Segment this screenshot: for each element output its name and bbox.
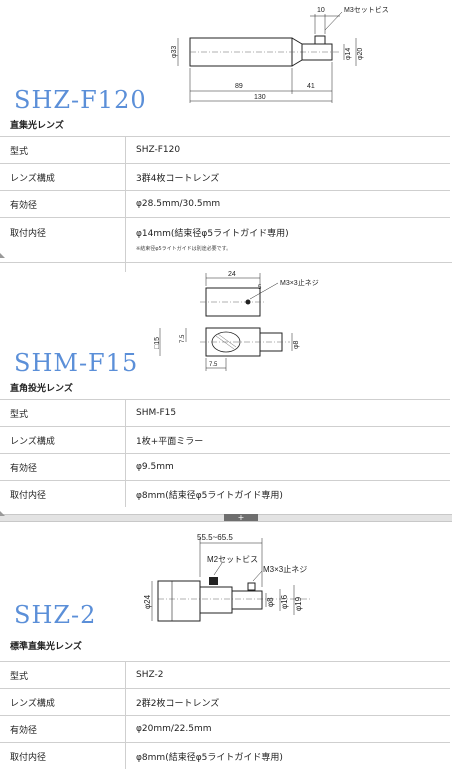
product-subtitle: 標準直集光レンズ	[10, 639, 82, 652]
spec-value: 1枚+平面ミラー	[126, 427, 451, 454]
expand-handle[interactable]: +	[224, 514, 258, 521]
dim-label: 24	[228, 271, 236, 278]
spec-value: SHZ-F120	[126, 137, 451, 164]
spec-label: 有効径	[0, 454, 126, 481]
dim-label: M3×3止ネジ	[263, 564, 307, 574]
product-section-shz-f120: 10 M3セットビス φ33 φ14 φ20 89 41 130 SHZ-F12…	[0, 0, 452, 262]
dim-label: φ20	[357, 48, 364, 60]
spec-label: 取付内径	[0, 743, 126, 769]
product-title: SHZ-F120	[14, 86, 147, 114]
product-subtitle: 直角投光レンズ	[10, 381, 73, 394]
product-title: SHZ-2	[14, 601, 96, 629]
spec-label: レンズ構成	[0, 689, 126, 716]
spec-label: 型式	[0, 662, 126, 689]
dim-label: 55.5~65.5	[197, 533, 233, 542]
product-title: SHM-F15	[14, 349, 138, 377]
spec-label: 型式	[0, 137, 126, 164]
product-section-shm-f15: 24 5 M3×3止ネジ □15 7.5 φ8 7.5 SHM-F15 直角投光…	[0, 262, 452, 515]
product-section-shz-2: 55.5~65.5 M2セットビス M3×3止ネジ φ24 φ8 φ16 φ19…	[0, 521, 452, 767]
spec-label: レンズ構成	[0, 427, 126, 454]
dim-label: 41	[307, 83, 315, 90]
dim-label: 89	[235, 83, 243, 90]
resize-handle-icon[interactable]	[0, 253, 5, 258]
resize-handle-icon[interactable]	[0, 511, 5, 516]
dim-label: 5	[258, 285, 262, 291]
spec-value: φ9.5mm	[126, 454, 451, 481]
dim-label: φ24	[143, 594, 152, 609]
spec-note: ※結束径φ5ライトガイドは別途必要です。	[136, 245, 450, 252]
spec-label: レンズ構成	[0, 164, 126, 191]
dim-label: φ16	[280, 594, 289, 609]
dim-label: 7.5	[180, 334, 186, 343]
dim-label: φ8	[266, 597, 275, 607]
spec-value: φ8mm(結束径φ5ライトガイド専用)	[126, 481, 451, 508]
spec-label: 取付内径	[0, 481, 126, 508]
spec-value: φ20mm/22.5mm	[126, 716, 451, 743]
dim-label: M3セットビス	[344, 5, 389, 14]
spec-value: φ14mm(結束径φ5ライトガイド専用)	[136, 229, 289, 239]
spec-label: 型式	[0, 400, 126, 427]
dim-label: 7.5	[209, 362, 218, 368]
spec-value: SHZ-2	[126, 662, 451, 689]
dim-label: φ33	[171, 46, 178, 58]
product-subtitle: 直集光レンズ	[10, 118, 64, 131]
spec-value: SHM-F15	[126, 400, 451, 427]
spec-value: φ8mm(結束径φ5ライトガイド専用)	[126, 743, 451, 769]
spec-value: 2群2枚コートレンズ	[126, 689, 451, 716]
spec-value: φ28.5mm/30.5mm	[126, 191, 451, 218]
spec-label: 有効径	[0, 191, 126, 218]
dim-label: φ14	[345, 48, 352, 60]
spec-value: 3群4枚コートレンズ	[126, 164, 451, 191]
dim-label: φ8	[293, 340, 300, 349]
dim-label: 10	[317, 7, 325, 14]
dim-label: □15	[154, 337, 161, 349]
dim-label: M2セットビス	[207, 555, 258, 564]
spec-label: 有効径	[0, 716, 126, 743]
dim-label: φ19	[294, 596, 303, 611]
dim-label: M3×3止ネジ	[280, 278, 319, 287]
dim-label: 130	[254, 94, 266, 101]
